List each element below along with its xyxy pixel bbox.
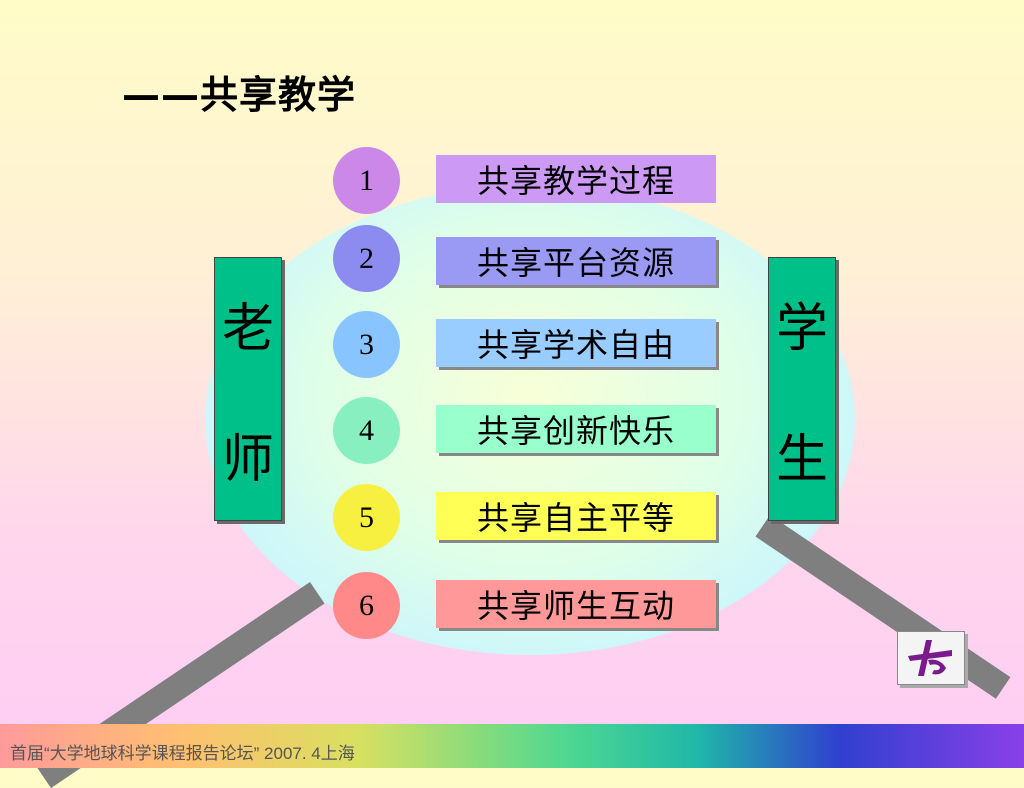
right-support-beam bbox=[755, 515, 1011, 699]
student-char-1: 学 bbox=[775, 299, 828, 359]
item-number-3: 3 bbox=[333, 311, 400, 378]
item-number-4: 4 bbox=[333, 397, 400, 464]
item-number-1: 1 bbox=[333, 147, 400, 214]
item-number-2: 2 bbox=[333, 225, 400, 292]
teacher-pillar: 老 师 bbox=[214, 257, 282, 521]
item-label-5: 共享自主平等 bbox=[436, 492, 716, 540]
university-logo-icon bbox=[897, 631, 965, 685]
item-label-1: 共享教学过程 bbox=[436, 155, 716, 203]
item-label-2: 共享平台资源 bbox=[436, 237, 716, 285]
item-label-4: 共享创新快乐 bbox=[436, 405, 716, 453]
footer-text: 首届“大学地球科学课程报告论坛” 2007. 4上海 bbox=[10, 744, 355, 763]
item-label-6: 共享师生互动 bbox=[436, 580, 716, 628]
student-char-2: 生 bbox=[775, 430, 828, 490]
item-number-6: 6 bbox=[333, 572, 400, 639]
item-label-3: 共享学术自由 bbox=[436, 319, 716, 367]
teacher-char-2: 师 bbox=[221, 430, 274, 490]
item-number-5: 5 bbox=[333, 484, 400, 551]
student-pillar: 学 生 bbox=[768, 257, 836, 521]
footer-gradient-bar bbox=[0, 724, 1024, 768]
slide-title: ——共享教学 bbox=[122, 73, 357, 117]
teacher-char-1: 老 bbox=[221, 299, 274, 359]
